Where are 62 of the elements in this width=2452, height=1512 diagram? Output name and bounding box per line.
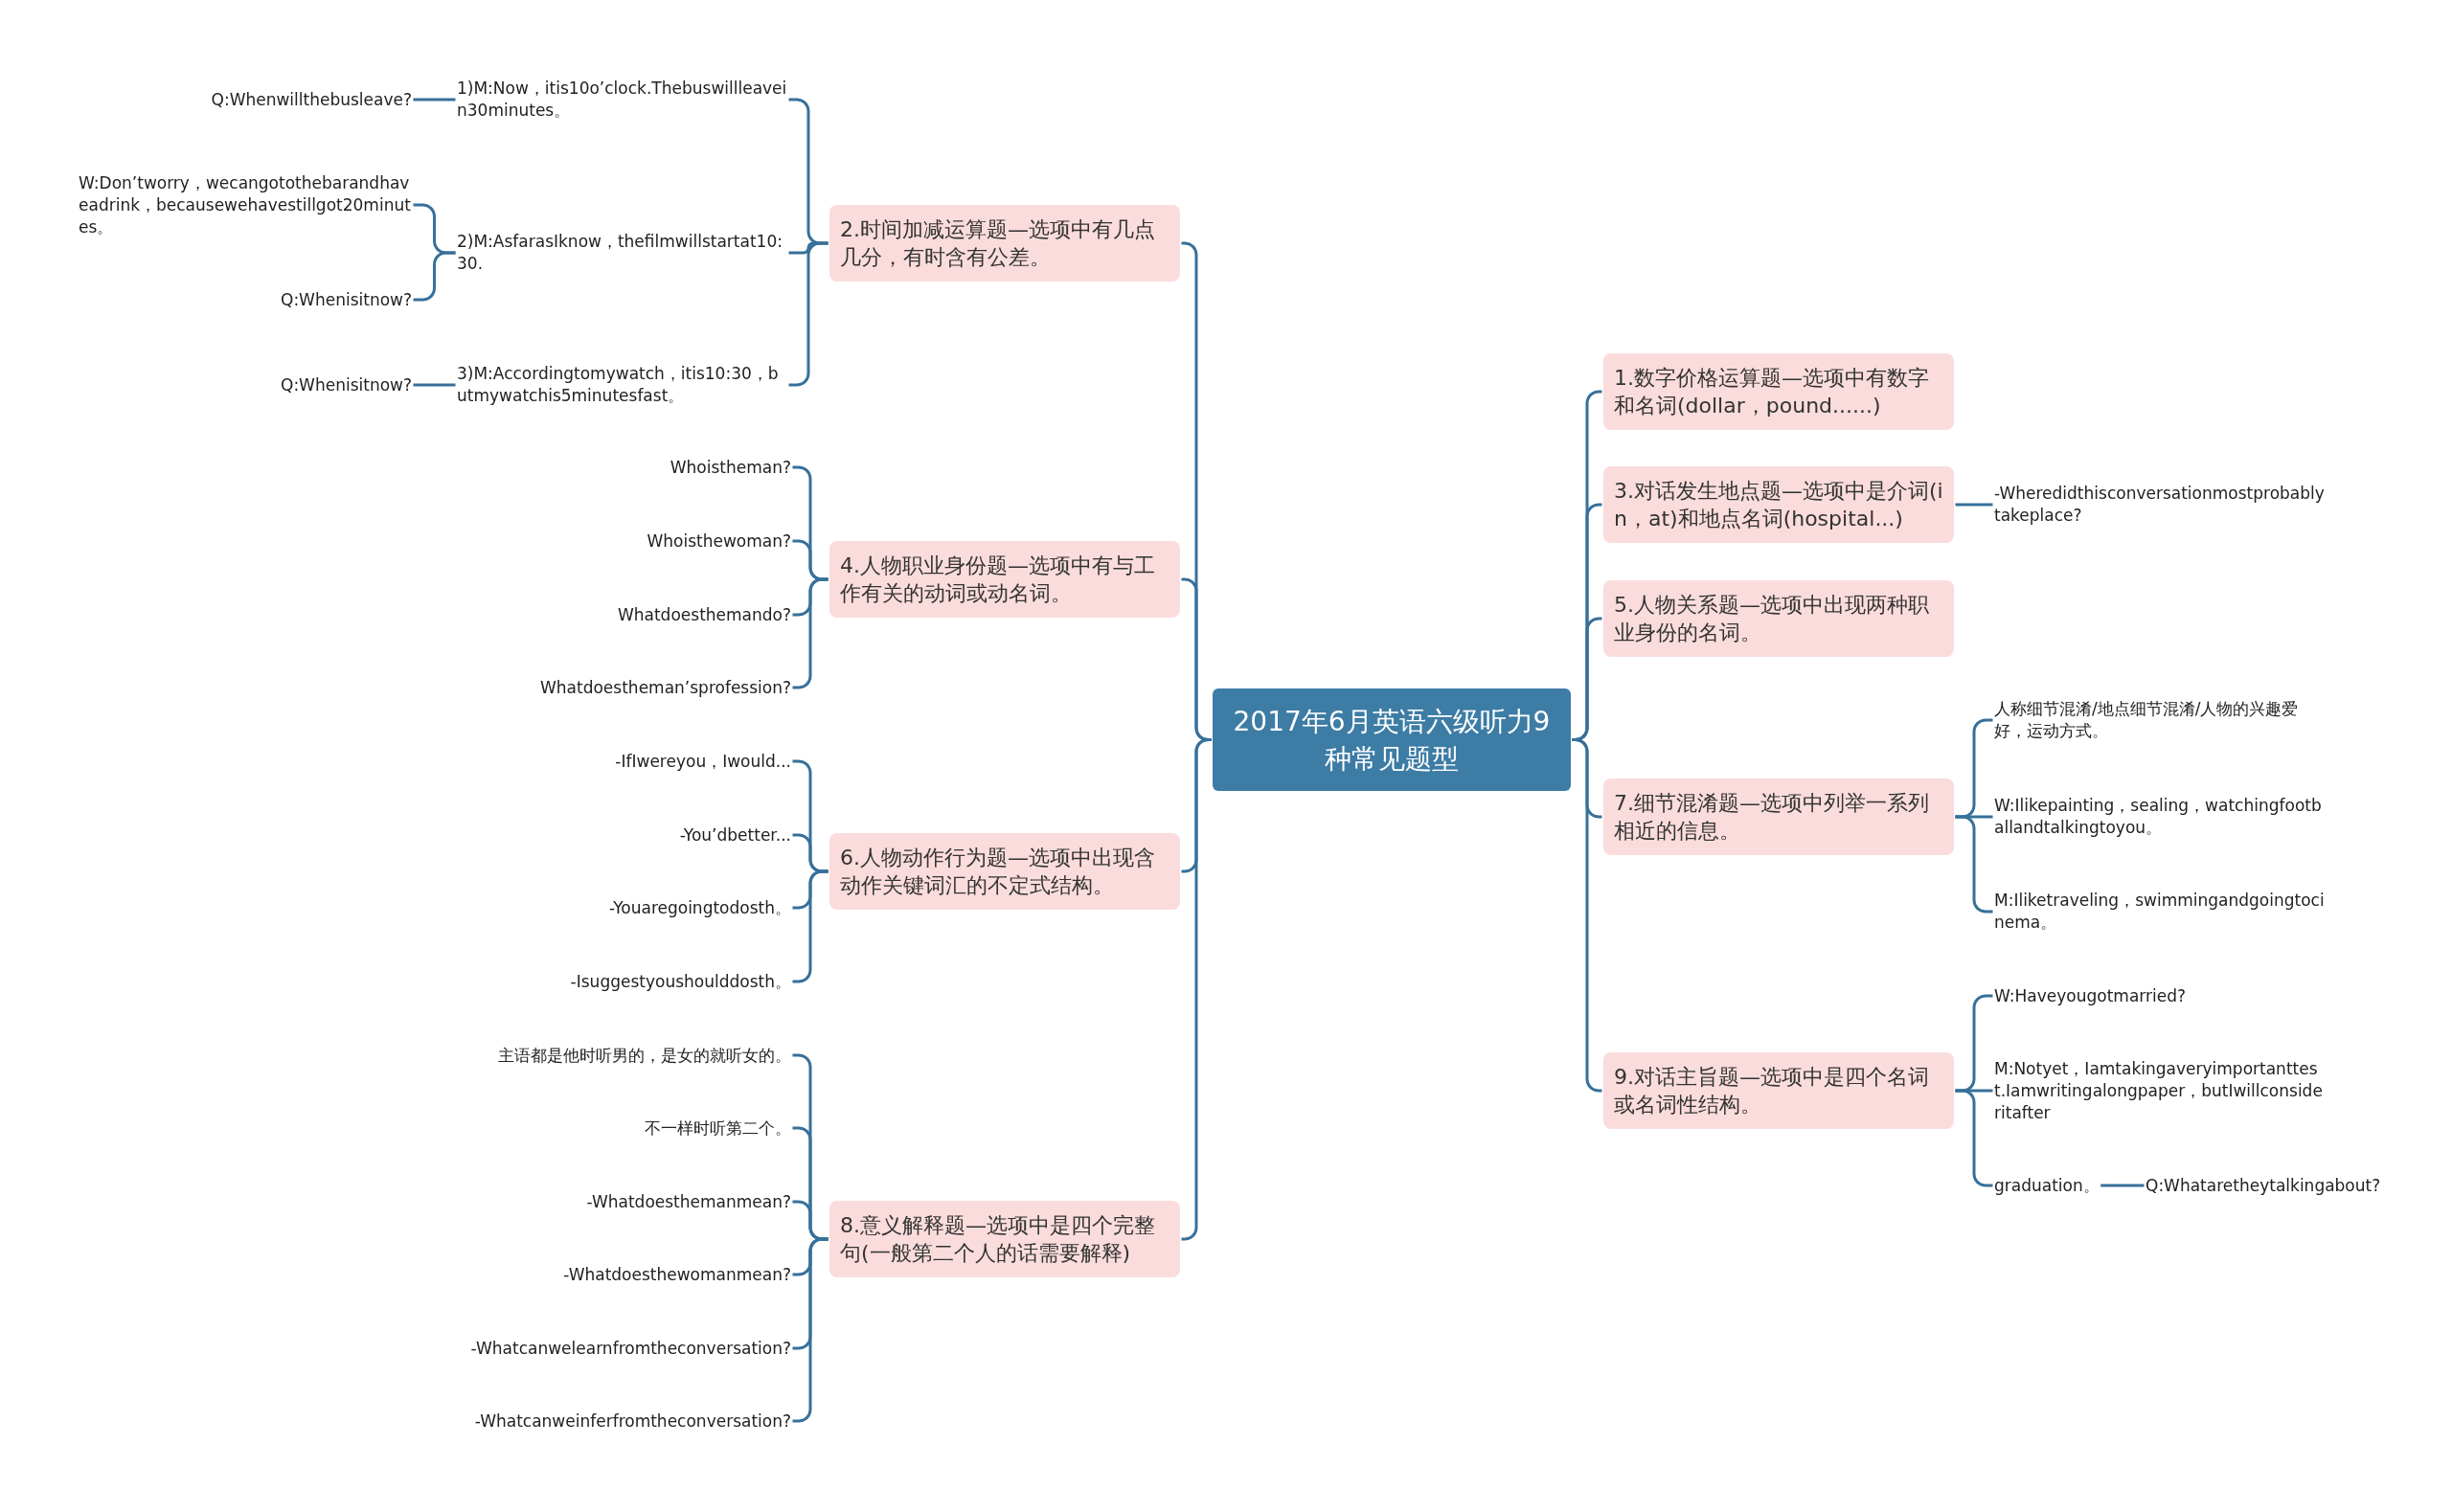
topic-box: [1603, 779, 1954, 855]
subtopic-text: Q:Whataretheytalkingabout?: [2146, 1174, 2381, 1197]
connector-line: [792, 869, 829, 983]
central-topic: [1213, 688, 1571, 791]
topic-text: 2017年6月英语六级听力9种常见题型: [1232, 704, 1552, 777]
subtopic-text: Whoistheman?: [670, 456, 791, 479]
subtopic-text: W:Haveyougotmarried?: [1994, 984, 2186, 1007]
subtopic-text: graduation。: [1994, 1174, 2100, 1197]
topic-box: [1603, 466, 1954, 543]
subtopic-text: -IfIwereyou，Iwould...: [615, 750, 791, 773]
connector-line: [788, 241, 829, 387]
subtopic-text: Whatdoestheman’sprofession?: [540, 676, 791, 699]
topic-box: [1603, 353, 1954, 430]
subtopic-text: 3)M:Accordingtomywatch，itis10:30，butmywatchis5minutesfast。: [457, 363, 787, 407]
topic-box: [1603, 1052, 1954, 1129]
subtopic-text: -Whatcanwelearnfromtheconversation?: [470, 1337, 791, 1360]
connector-line: [1955, 1089, 1993, 1187]
connector-line: [1181, 738, 1212, 1241]
subtopic-text: 人称细节混淆/地点细节混淆/人物的兴趣爱好，运动方式。: [1994, 698, 2325, 742]
subtopic-text: -Whatcanweinferfromtheconversation?: [474, 1410, 791, 1433]
subtopic-text: Q:Whenwillthebusleave?: [211, 88, 412, 111]
connector-line: [413, 98, 456, 102]
subtopic-text: 2)M:AsfarasIknow，thefilmwillstartat10:30.: [457, 231, 787, 275]
subtopic-text: Q:Whenisitnow?: [281, 288, 412, 311]
topic-text: 1.数字价格运算题—选项中有数字和名词(dollar，pound......): [1614, 365, 1930, 419]
topic-text: 7.细节混淆题—选项中列举一系列相近的信息。: [1614, 790, 1930, 845]
subtopic-text: M:Notyet，Iamtakingaveryimportanttest.Iamwritingalongpaper，butIwillconsideritafter: [1994, 1057, 2325, 1124]
subtopic-text: W:Don’tworry，wecangotothebarandhaveadrink，becausewehavestillgot20minutes。: [79, 171, 412, 238]
connector-line: [1955, 815, 1993, 914]
subtopic-text: -Youaregoingtodosth。: [609, 896, 791, 919]
subtopic-text: -Whatdoesthewomanmean?: [563, 1263, 791, 1286]
subtopic-text: W:Ilikepainting，sealing，watchingfootballandtalkingtoyou。: [1994, 795, 2325, 839]
connector-line: [1572, 738, 1602, 1093]
connector-line: [2100, 1184, 2145, 1187]
subtopic-text: 不一样时听第二个。: [645, 1117, 791, 1140]
topic-box: [829, 1201, 1180, 1277]
subtopic-text: Q:Whenisitnow?: [281, 373, 412, 396]
subtopic-text: -Isuggestyoushoulddosth。: [570, 970, 791, 993]
subtopic-text: -You’dbetter...: [679, 824, 791, 846]
topic-box: [1603, 580, 1954, 657]
subtopic-text: 主语都是他时听男的，是女的就听女的。: [498, 1044, 791, 1067]
topic-text: 5.人物关系题—选项中出现两种职业身份的名词。: [1614, 592, 1930, 646]
connector-line: [792, 1237, 829, 1423]
connector-line: [413, 383, 456, 387]
subtopic-text: 1)M:Now，itis10o’clock.Thebuswillleavein30minutes。: [457, 78, 787, 122]
connector-line: [1955, 503, 1993, 507]
subtopic-text: M:Iliketraveling，swimmingandgoingtocinema。: [1994, 890, 2325, 934]
topic-text: 4.人物职业身份题—选项中有与工作有关的动词或动名词。: [840, 553, 1156, 607]
topic-box: [829, 541, 1180, 618]
topic-text: 8.意义解释题—选项中是四个完整句(一般第二个人的话需要解释): [840, 1212, 1156, 1267]
topic-text: 6.人物动作行为题—选项中出现含动作关键词汇的不定式结构。: [840, 845, 1156, 899]
subtopic-text: Whatdoesthemando?: [617, 603, 791, 626]
subtopic-text: Whoisthewoman?: [647, 530, 791, 553]
topic-text: 3.对话发生地点题—选项中是介词(in，at)和地点名词(hospital...): [1614, 478, 1943, 532]
topic-box: [829, 205, 1180, 282]
subtopic-text: -Wheredidthisconversationmostprobablytakeplace?: [1994, 483, 2329, 527]
topic-text: 9.对话主旨题—选项中是四个名词或名词性结构。: [1614, 1064, 1930, 1118]
topic-box: [829, 833, 1180, 910]
subtopic-text: -Whatdoesthemanmean?: [586, 1190, 791, 1213]
connector-line: [413, 251, 456, 302]
topic-text: 2.时间加减运算题—选项中有几点几分，有时含有公差。: [840, 216, 1156, 271]
connector-line: [792, 577, 829, 689]
